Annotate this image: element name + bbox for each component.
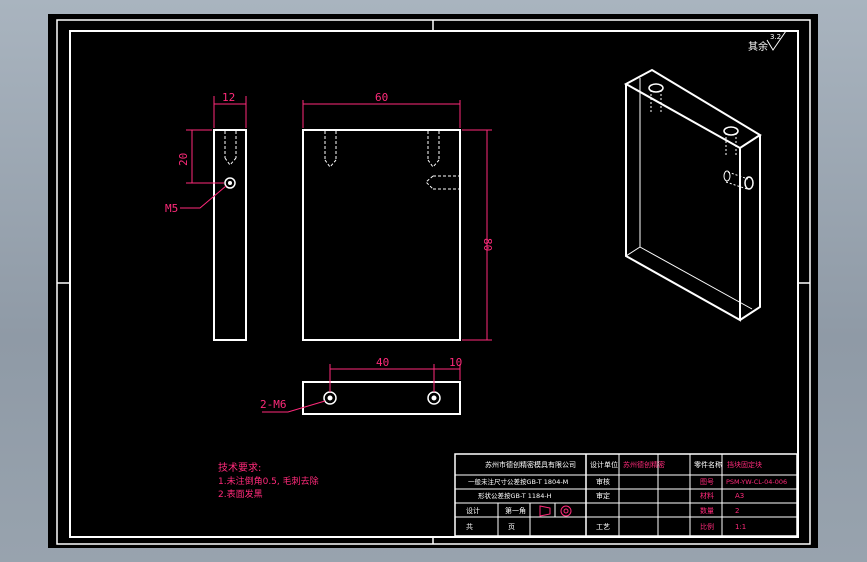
- dim-front-height: 80: [481, 238, 494, 251]
- dim-bottom-edge: 10: [449, 356, 462, 369]
- designer-value: 苏州德创精密: [623, 460, 665, 469]
- part-name-value: 挡块固定块: [727, 460, 762, 469]
- label-designer-unit: 设计单位: [590, 460, 618, 469]
- dim-side-thread: M5: [165, 202, 178, 215]
- scale-value: 1:1: [735, 523, 746, 531]
- dim-bottom-spacing: 40: [376, 356, 389, 369]
- material-value: A3: [735, 492, 744, 500]
- title-row3: 形状公差按GB-T 1184-H: [478, 491, 552, 500]
- label-part-name: 零件名称: [694, 460, 722, 469]
- tech-requirement-item-1: 1.未注倒角0.5, 毛刺去除: [218, 475, 319, 487]
- bottom-view: [262, 364, 461, 415]
- inner-border: [69, 30, 799, 538]
- label-review: 审核: [596, 477, 610, 486]
- title-row2: 一般未注尺寸公差按GB-T 1804-M: [468, 477, 568, 486]
- label-drawing-no: 图号: [700, 478, 714, 486]
- side-view: [180, 96, 247, 341]
- dim-side-width: 12: [222, 91, 235, 104]
- dim-bottom-thread: 2-M6: [260, 398, 287, 411]
- tech-requirement-item-2: 2.表面发黑: [218, 488, 263, 500]
- centering-marks: [57, 20, 810, 544]
- title-block: [454, 453, 798, 537]
- label-process: 工艺: [596, 523, 610, 531]
- projection-icon: [539, 505, 572, 517]
- dim-front-width: 60: [375, 91, 388, 104]
- bottom-left-1: 共: [466, 522, 473, 531]
- tech-requirements-heading: 技术要求:: [218, 461, 261, 474]
- label-qty: 数量: [700, 506, 714, 515]
- m5-hole: [224, 177, 236, 189]
- dim-side-hole-height: 20: [177, 153, 190, 166]
- title-projection: 第一角: [505, 506, 526, 515]
- drawing-no-value: PSM-YW-CL-04-006: [726, 478, 787, 486]
- qty-value: 2: [735, 507, 739, 515]
- roughness-icon: [766, 30, 787, 51]
- bottom-left-2: 页: [508, 523, 515, 531]
- isometric-view: [623, 68, 762, 322]
- label-design: 设计: [466, 506, 480, 515]
- label-scale: 比例: [700, 522, 714, 531]
- title-company: 苏州市德创精密模具有限公司: [485, 460, 576, 469]
- roughness-label: 其余: [748, 40, 768, 53]
- front-view: [302, 100, 492, 341]
- label-approve: 审定: [596, 491, 610, 500]
- label-material: 材料: [700, 491, 714, 500]
- roughness-value: 3.2: [770, 33, 781, 41]
